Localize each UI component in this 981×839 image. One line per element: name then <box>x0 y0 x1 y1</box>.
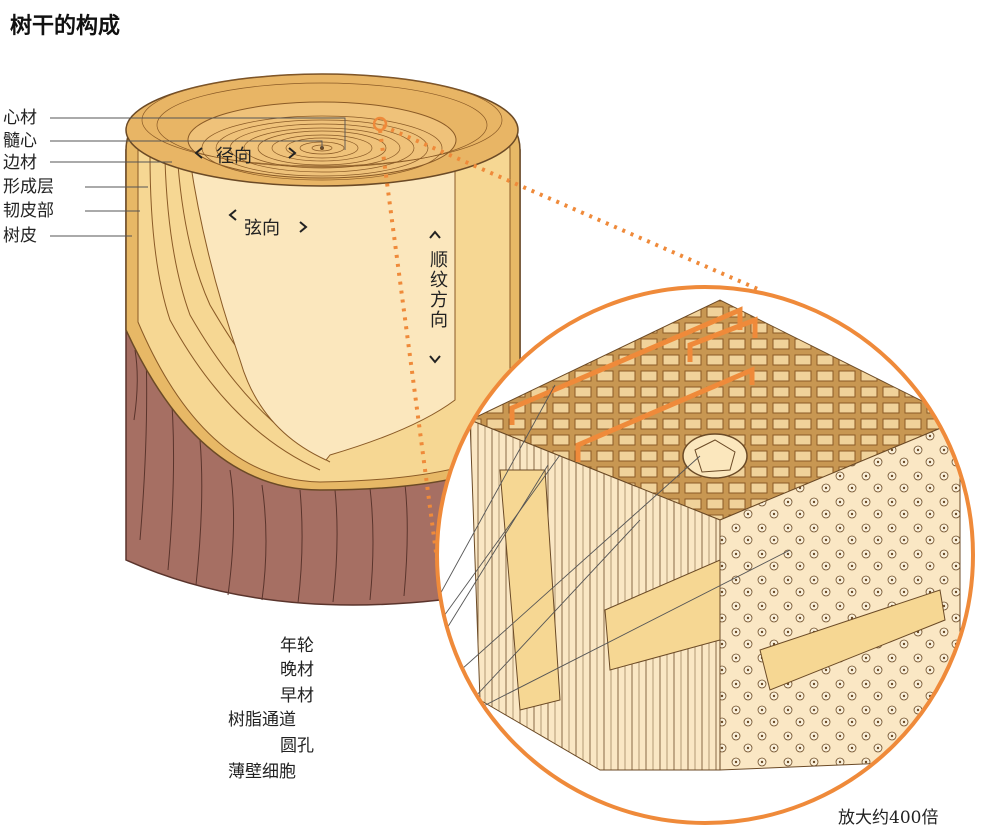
ring-brackets <box>509 306 758 462</box>
label-phloem: 韧皮部 <box>3 201 54 221</box>
zoom-lines <box>378 124 761 561</box>
direction-arrows <box>194 147 441 364</box>
label-pit: 圆孔 <box>280 736 314 756</box>
label-longitudinal: 顺纹方向 <box>427 250 448 330</box>
magnification-note: 放大约400倍 <box>838 808 939 828</box>
magnified-view <box>437 287 973 823</box>
label-radial: 径向 <box>216 146 252 167</box>
left-leader-lines <box>50 117 346 237</box>
label-resin-canal: 树脂通道 <box>228 710 296 730</box>
label-pith: 髓心 <box>3 131 37 151</box>
label-annual-ring: 年轮 <box>280 636 314 656</box>
label-latewood: 晚材 <box>280 660 314 680</box>
label-earlywood: 早材 <box>280 686 314 706</box>
label-cambium: 形成层 <box>3 177 54 197</box>
label-sapwood: 边材 <box>3 153 37 173</box>
label-tangential: 弦向 <box>244 218 280 239</box>
label-heartwood: 心材 <box>3 108 37 128</box>
label-bark: 树皮 <box>3 226 37 246</box>
bark-texture <box>133 329 408 604</box>
annual-rings <box>141 73 503 181</box>
diagram-title: 树干的构成 <box>10 14 121 39</box>
magnified-circle <box>435 285 975 825</box>
label-parenchyma: 薄壁细胞 <box>228 762 296 782</box>
